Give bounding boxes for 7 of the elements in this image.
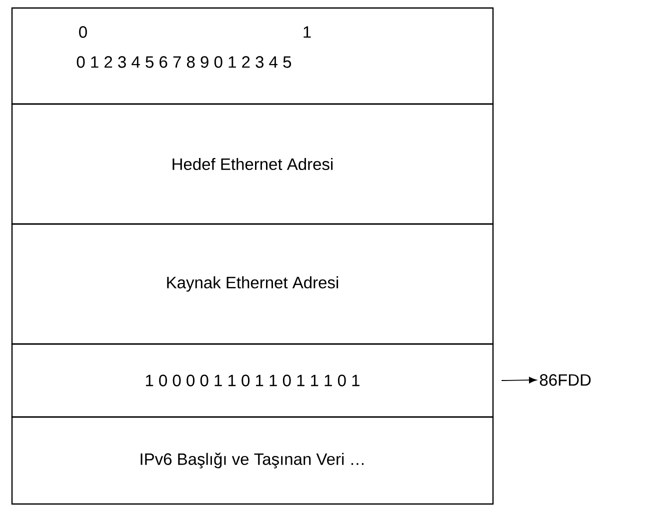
value-label: 86FDD xyxy=(540,374,591,386)
arrow xyxy=(501,376,537,384)
bit-index-row: 0 1 0 1 2 3 4 5 6 7 8 9 0 1 2 3 4 5 xyxy=(11,7,494,105)
field-row: Hedef Ethernet Adresi xyxy=(11,103,494,225)
field-row: Kaynak Ethernet Adresi xyxy=(11,223,494,345)
field-row: IPv6 Başlığı ve Taşınan Veri … xyxy=(11,416,494,505)
field-row: 1 0 0 0 0 1 1 0 1 1 0 1 1 1 0 1 xyxy=(11,343,494,418)
